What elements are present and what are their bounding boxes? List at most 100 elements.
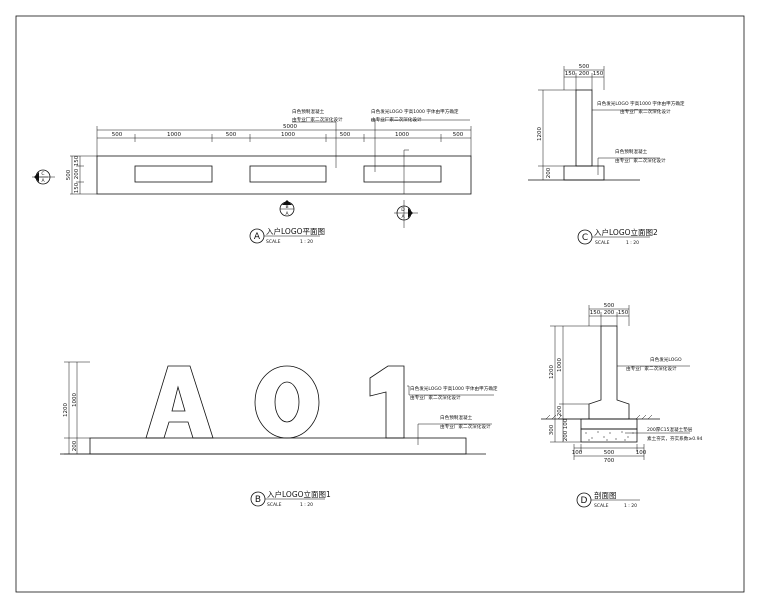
plan-total-dim: 5000	[283, 124, 297, 130]
plan-dim-6: 1000	[395, 132, 409, 138]
svg-text:A: A	[401, 214, 405, 220]
svg-text:C: C	[41, 171, 44, 177]
section-side-dim-column: 1000	[557, 358, 563, 372]
view-c-scale: 1 : 20	[626, 240, 639, 246]
view-a-title-text: 入户LOGO平面图	[266, 226, 325, 236]
section-side-dim-footing: 100	[563, 418, 569, 429]
elev1-note-top-1: 白色发光LOGO 字高1000 字体由甲方确定	[410, 385, 498, 392]
view-d-scale: 1 : 20	[624, 503, 637, 509]
plan-side-dim-2: 200	[74, 168, 80, 179]
section-top-dim-1: 150	[590, 310, 601, 316]
plan-marker-right: D A	[394, 200, 418, 228]
view-a-letter: A	[254, 232, 261, 242]
plan-dim-1: 500	[112, 132, 123, 138]
section-bottom-total: 700	[604, 458, 615, 464]
section-side-dim-total: 1200	[549, 365, 555, 379]
view-b-scale: 1 : 20	[300, 502, 313, 508]
elev2-note-bottom-2: 由专业厂家二次深化设计	[615, 157, 666, 164]
section-footing	[580, 418, 638, 430]
view-a-title: A 入户LOGO平面图 SCALE 1 : 20	[249, 226, 325, 245]
view-b-letter: B	[255, 495, 261, 505]
section-bottom-dim-1: 100	[572, 450, 583, 456]
view-d-letter: D	[581, 496, 588, 506]
section-top-dim-3: 150	[618, 310, 629, 316]
section-note-top-2: 由专业厂家二次深化设计	[626, 365, 677, 372]
section-side-dim-base: 200	[557, 405, 563, 416]
section-bottom-dim-3: 100	[636, 450, 647, 456]
svg-text:B: B	[285, 204, 288, 210]
plan-note-left-2: 由专业厂家二次深化设计	[292, 116, 343, 123]
plan-letter-1-slot	[363, 165, 442, 183]
plan-side-dim-3: 150	[74, 182, 80, 193]
plan-marker-mid: B A	[279, 200, 295, 217]
section-view: 500 150 200 150 1200	[541, 303, 702, 509]
section-side-dim-pad: 200	[563, 430, 569, 441]
plan-dim-4: 1000	[281, 132, 295, 138]
section-top-total: 500	[604, 303, 615, 309]
view-b-title-text: 入户LOGO立面图1	[267, 489, 331, 499]
elev2-note-top-1: 白色发光LOGO 字高1000 字体由甲方确定	[597, 100, 685, 107]
plan-note-left-1: 白色预制混凝土	[292, 108, 325, 115]
section-side-dim-below: 300	[549, 424, 555, 435]
elev2-side-dim-2: 200	[546, 167, 552, 178]
elev2-top-dim-2: 200	[579, 71, 590, 77]
view-d-title-text: 剖面图	[594, 490, 617, 500]
elev2-side-dim-1: 1200	[537, 127, 543, 141]
elevation-1-view: 200 1000 1200 白色发光LOGO 字高1000 字体由甲方确定 由专…	[60, 361, 498, 508]
elev1-note-bottom-1: 白色预制混凝土	[440, 414, 473, 421]
view-b-title: B 入户LOGO立面图1 SCALE 1 : 20	[250, 489, 331, 508]
elev2-column	[575, 89, 593, 167]
section-top-dim-2: 200	[604, 310, 615, 316]
elev1-dim-base: 200	[72, 440, 78, 451]
sheet-border	[15, 15, 745, 593]
elev2-note-top-2: 由专业厂家二次深化设计	[620, 108, 671, 115]
view-d-scale-label: SCALE	[594, 503, 609, 509]
plan-note-right-2: 由专业厂家二次深化设计	[371, 116, 422, 123]
plan-letter-0-slot	[249, 165, 327, 183]
section-bottom-dim-2: 500	[604, 450, 615, 456]
elev1-dim-total: 1200	[63, 403, 69, 417]
elev1-note-top-2: 由专业厂家二次深化设计	[410, 394, 461, 401]
view-a-scale: 1 : 20	[300, 239, 313, 245]
section-note-bottom-1: 200厚C15混凝土垫层	[647, 426, 693, 433]
svg-text:D: D	[401, 207, 405, 213]
view-d-title: D 剖面图 SCALE 1 : 20	[576, 490, 640, 509]
view-c-letter: C	[582, 233, 588, 243]
plan-marker-left: C A	[32, 169, 55, 185]
view-c-title-text: 入户LOGO立面图2	[594, 227, 658, 237]
letter-a-outline	[145, 365, 214, 439]
svg-text:A: A	[41, 178, 45, 184]
elev2-top-dim-3: 150	[593, 71, 604, 77]
section-note-bottom-2: 素土夯实，夯实系数≥0.94	[647, 435, 702, 442]
svg-text:A: A	[285, 211, 289, 217]
elev1-note-bottom-2: 由专业厂家二次深化设计	[440, 423, 491, 430]
plan-dim-5: 500	[340, 132, 351, 138]
elev2-top-dim-1: 150	[565, 71, 576, 77]
view-b-scale-label: SCALE	[267, 502, 282, 508]
letter-one-outline	[369, 365, 405, 439]
section-column	[588, 325, 630, 420]
plan-dim-3: 500	[226, 132, 237, 138]
plan-letter-a-slot	[134, 165, 213, 183]
plan-slab	[96, 155, 472, 195]
elev1-dim-letter: 1000	[72, 393, 78, 407]
plan-dim-2: 1000	[167, 132, 181, 138]
elevation-2-view: 500 150 200 150 1200 200 白色发光LOGO 字高1000…	[528, 64, 685, 246]
letter-zero-inner	[274, 381, 300, 423]
plan-note-right-1: 白色发光LOGO 字高1000 字体由甲方确定	[371, 108, 459, 115]
view-c-scale-label: SCALE	[595, 240, 610, 246]
section-note-top-1: 白色发光LOGO	[650, 356, 682, 363]
elev1-base	[89, 437, 467, 455]
elev2-note-bottom-1: 白色预制混凝土	[615, 148, 648, 155]
plan-side-dim-1: 150	[74, 155, 80, 166]
view-a-scale-label: SCALE	[266, 239, 281, 245]
letter-zero-outer	[254, 365, 320, 439]
elev2-top-total: 500	[579, 64, 590, 70]
plan-side-total: 500	[66, 169, 72, 180]
plan-view: 500 1000 500 1000 500 1000 500 5000 150 …	[32, 108, 472, 245]
plan-dim-7: 500	[453, 132, 464, 138]
section-pad	[580, 428, 638, 443]
view-c-title: C 入户LOGO立面图2 SCALE 1 : 20	[577, 227, 658, 246]
